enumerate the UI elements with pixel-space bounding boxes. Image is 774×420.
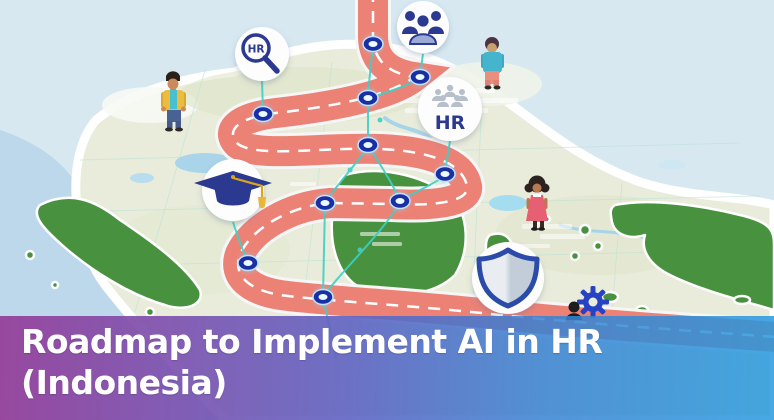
person-yellow-jacket: [161, 71, 186, 132]
banner-title-line1: Roadmap to Implement AI in HR: [21, 322, 603, 361]
roadmap-nodes: [235, 31, 458, 310]
milestone-hr-crowd: HR: [418, 77, 482, 141]
person-pink-dress: [524, 175, 550, 231]
security-shield-icon: [476, 247, 540, 309]
hr-search-label: HR: [248, 44, 265, 56]
roadmap-node: [387, 188, 413, 214]
roadmap-node: [312, 190, 338, 216]
island-sumatra: [35, 196, 202, 309]
gear-icon: [577, 286, 609, 318]
roadmap-node: [235, 250, 261, 276]
graduation-cap-icon: [194, 171, 272, 209]
roadmap-node: [432, 161, 458, 187]
roadmap-node: [355, 132, 381, 158]
title-banner: Roadmap to Implement AI in HR (Indonesia…: [0, 316, 774, 420]
milestone-education: [194, 159, 272, 221]
milestone-security: [472, 242, 544, 314]
roadmap-node: [360, 31, 386, 57]
person-teal-shirt: [481, 37, 504, 90]
team-people-icon: [402, 11, 444, 45]
banner-title-line2: (Indonesia): [21, 363, 227, 402]
hr-magnifier-icon: HR: [241, 33, 280, 74]
hr-crowd-icon: [432, 84, 468, 107]
hr-crowd-label: HR: [435, 112, 466, 134]
road-centerline: [231, 0, 774, 339]
winding-road: [215, 0, 774, 355]
island-papua: [609, 200, 774, 312]
roadmap-node: [355, 85, 381, 111]
milestone-team: [397, 1, 449, 53]
milestone-hr-search: HR: [235, 27, 289, 81]
roadmap-node: [250, 101, 276, 127]
roadmap-node: [407, 64, 433, 90]
roadmap-node: [310, 284, 336, 310]
